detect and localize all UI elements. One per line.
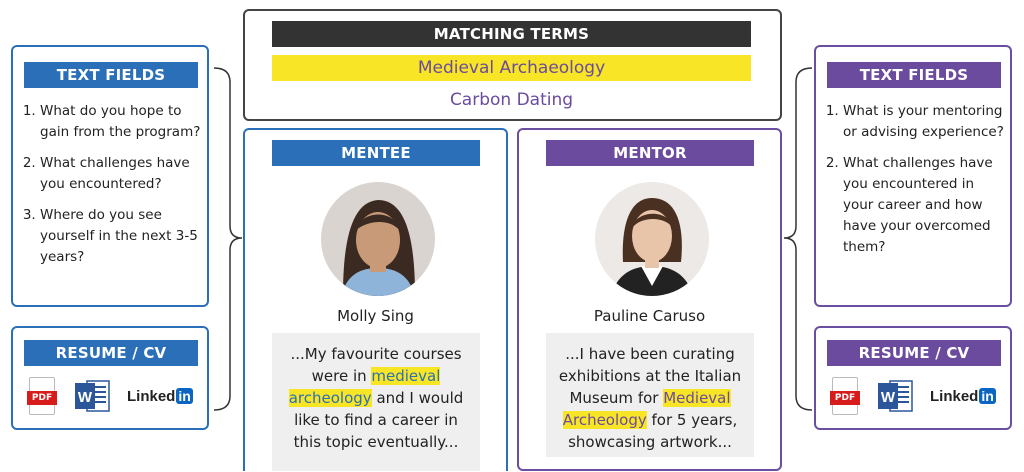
pdf-icon: PDF <box>27 377 57 415</box>
matching-term-carbon-dating: Carbon Dating <box>449 90 574 110</box>
mentee-panel: MENTEE Molly Sing ...My favourite course… <box>243 128 508 471</box>
word-icon: W <box>878 380 913 412</box>
left-bracket <box>213 67 243 411</box>
left-question-3: Where do you see yourself in the next 3-… <box>40 205 203 268</box>
svg-text:W: W <box>78 389 93 406</box>
mentor-avatar <box>595 182 709 296</box>
mentor-header: MENTOR <box>546 140 754 166</box>
left-resume-panel: RESUME / CV PDF W Linked in <box>11 326 209 430</box>
matching-term-medieval-archaeology: Medieval Archaeology <box>272 55 751 81</box>
mentee-highlight-archeology: archeology <box>288 389 372 407</box>
mentee-name: Molly Sing <box>337 307 414 325</box>
mentor-highlight-archeology: Archeology <box>562 411 647 429</box>
left-resume-icons: PDF W Linked in <box>27 376 193 416</box>
linkedin-icon: Linked in <box>930 387 996 405</box>
right-question-1: What is your mentoring or advising exper… <box>843 101 1008 143</box>
right-text-fields-panel: TEXT FIELDS What is your mentoring or ad… <box>814 45 1012 307</box>
matching-terms-panel: MATCHING TERMS Medieval Archaeology Carb… <box>243 9 782 121</box>
right-text-fields-header: TEXT FIELDS <box>827 62 1001 88</box>
left-question-list: What do you hope to gain from the progra… <box>23 101 203 278</box>
left-question-2: What challenges have you encountered? <box>40 153 203 195</box>
mentor-name: Pauline Caruso <box>593 307 706 325</box>
mentee-avatar <box>321 182 435 296</box>
mentor-highlight-medieval: Medieval <box>663 389 731 407</box>
right-resume-icons: PDF W Linked in <box>830 376 996 416</box>
user-avatar <box>595 182 709 296</box>
mentor-panel: MENTOR Pauline Caruso ...I have been cur… <box>517 128 782 471</box>
svg-text:W: W <box>881 389 896 406</box>
pdf-icon: PDF <box>830 377 860 415</box>
mentee-quote: ...My favourite courses were in medieval… <box>272 333 480 471</box>
linkedin-icon: Linked in <box>127 387 193 405</box>
right-resume-panel: RESUME / CV PDF W Linked in <box>814 326 1012 430</box>
matching-terms-header: MATCHING TERMS <box>272 21 751 47</box>
right-question-list: What is your mentoring or advising exper… <box>826 101 1008 268</box>
mentor-quote: ...I have been curating exhibitions at t… <box>546 333 754 457</box>
right-resume-header: RESUME / CV <box>827 340 1001 366</box>
mentee-highlight-medieval: medieval <box>371 367 441 385</box>
user-avatar <box>321 182 435 296</box>
left-resume-header: RESUME / CV <box>24 340 198 366</box>
right-question-2: What challenges have you encountered in … <box>843 153 1008 258</box>
right-bracket <box>783 67 813 411</box>
mentee-header: MENTEE <box>272 140 480 166</box>
left-text-fields-header: TEXT FIELDS <box>24 62 198 88</box>
word-icon: W <box>75 380 110 412</box>
left-text-fields-panel: TEXT FIELDS What do you hope to gain fro… <box>11 45 209 307</box>
left-question-1: What do you hope to gain from the progra… <box>40 101 203 143</box>
